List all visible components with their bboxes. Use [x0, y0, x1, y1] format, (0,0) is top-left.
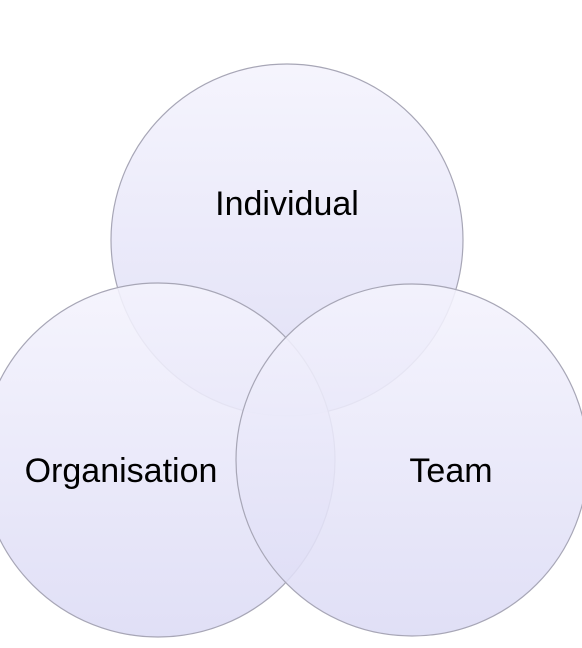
- organisation-label: Organisation: [25, 452, 218, 490]
- team-label: Team: [409, 452, 492, 490]
- venn-circle-team: [235, 283, 582, 637]
- team-circle: [235, 283, 582, 637]
- individual-label: Individual: [215, 185, 359, 223]
